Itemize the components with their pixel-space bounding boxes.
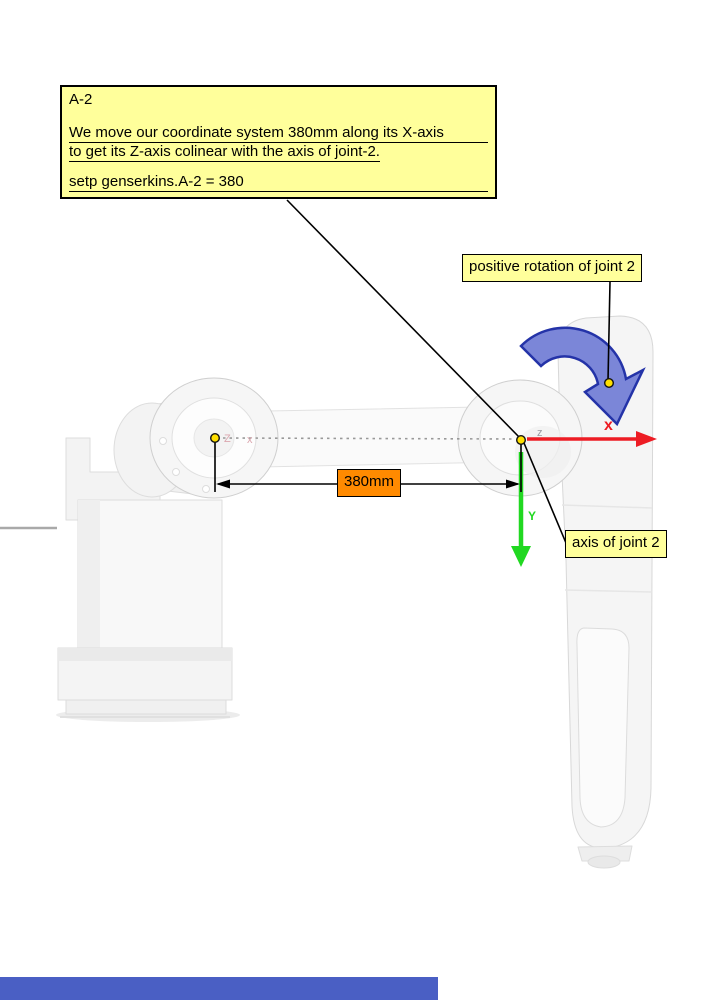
joint1-origin-marker bbox=[209, 433, 220, 444]
leader-axis-of-joint2 bbox=[523, 442, 567, 544]
callout-a2: A-2 We move our coordinate system 380mm … bbox=[60, 85, 497, 199]
robot-render bbox=[0, 315, 654, 869]
leader-callout-a2 bbox=[286, 199, 522, 440]
callout-a2-title: A-2 bbox=[69, 91, 93, 108]
joint1-x-label: x bbox=[247, 434, 253, 446]
callout-a2-line2: to get its Z-axis colinear with the axis… bbox=[69, 143, 488, 162]
robot-base bbox=[57, 437, 233, 718]
label-positive-rotation: positive rotation of joint 2 bbox=[462, 254, 642, 282]
label-axis-of-joint2: axis of joint 2 bbox=[565, 530, 667, 558]
bottom-blue-bar bbox=[0, 977, 438, 1000]
callout-a2-line1: We move our coordinate system 380mm alon… bbox=[69, 124, 488, 143]
leader-positive-rotation bbox=[607, 281, 611, 382]
callout-a2-command: setp genserkins.A-2 = 380 bbox=[69, 173, 488, 192]
y-axis-label: Y bbox=[528, 509, 536, 523]
joint2-z-label: z bbox=[537, 427, 543, 439]
rotation-arrow-marker bbox=[604, 378, 615, 389]
positive-rotation-arrow-icon bbox=[519, 326, 646, 427]
joint2-origin-marker bbox=[516, 435, 527, 446]
x-axis-dotted-line bbox=[222, 437, 513, 440]
x-axis-label: x bbox=[604, 417, 613, 434]
joint1-z-label: Z bbox=[224, 433, 231, 445]
x-axis-arrow bbox=[527, 431, 657, 447]
callout-a2-line2-text: to get its Z-axis colinear with the axis… bbox=[69, 143, 380, 162]
label-dimension-380mm: 380mm bbox=[337, 469, 402, 497]
robot-forearm-link bbox=[557, 315, 654, 869]
